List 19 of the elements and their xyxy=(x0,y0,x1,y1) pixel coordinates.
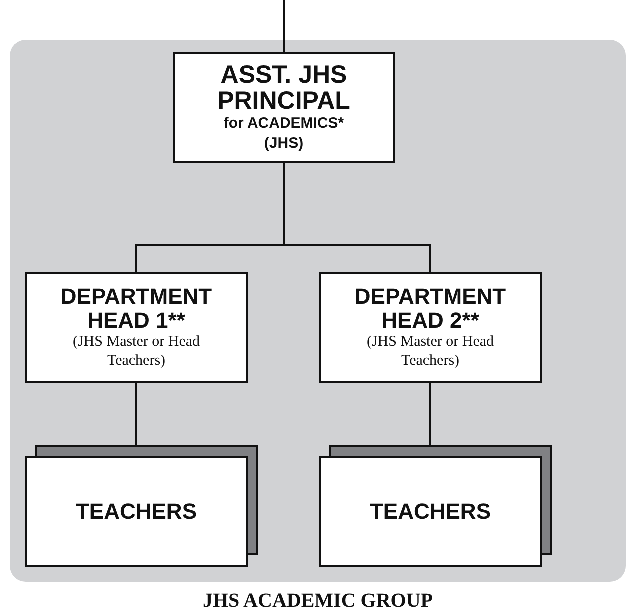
stacked-cards xyxy=(25,445,258,567)
connector-line xyxy=(430,383,432,445)
position-title: DEPARTMENT HEAD 1** xyxy=(60,284,214,332)
position-note: (JHS Master or Head Teachers) xyxy=(72,332,202,370)
position-title: ASST. JHS PRINCIPAL xyxy=(216,62,352,114)
connector-line xyxy=(283,0,285,52)
position-subtitle: for ACADEMICS* xyxy=(224,114,344,134)
position-note: (JHS Master or Head Teachers) xyxy=(366,332,496,370)
position-title: DEPARTMENT HEAD 2** xyxy=(354,284,508,332)
stacked-cards xyxy=(319,445,552,567)
connector-line xyxy=(136,383,138,445)
position-note: (JHS) xyxy=(264,134,304,154)
position-box xyxy=(25,272,248,383)
group-caption: JHS ACADEMIC GROUP xyxy=(202,590,434,613)
position-box xyxy=(173,52,395,163)
position-box xyxy=(319,272,542,383)
connector-line xyxy=(283,163,432,272)
position-title: TEACHERS xyxy=(76,500,197,524)
position-title: TEACHERS xyxy=(370,500,491,524)
